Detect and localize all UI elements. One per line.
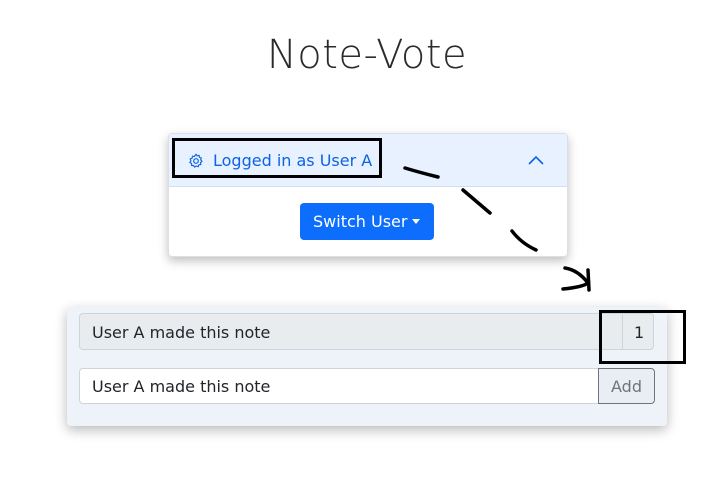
login-card: Logged in as User A Switch User (168, 133, 568, 257)
switch-user-label: Switch User (313, 212, 408, 231)
add-note-button[interactable]: Add (598, 368, 655, 404)
vote-count[interactable]: 1 (634, 323, 645, 342)
chevron-up-icon[interactable] (527, 154, 545, 166)
page-title: Note-Vote (266, 32, 468, 78)
new-note-input[interactable] (79, 368, 599, 404)
switch-user-button[interactable]: Switch User (300, 203, 434, 240)
login-accordion-header[interactable]: Logged in as User A (169, 134, 567, 187)
notes-card: User A made this note 1 Add (67, 307, 686, 426)
caret-down-icon (412, 219, 420, 224)
note-text: User A made this note (92, 323, 271, 342)
login-status-text: Logged in as User A (213, 151, 373, 170)
annotation-highlight-box (172, 138, 382, 178)
note-item: User A made this note 1 (79, 310, 686, 364)
gear-icon (189, 153, 203, 168)
annotation-highlight-box (599, 310, 686, 364)
vote-divider (622, 314, 623, 349)
